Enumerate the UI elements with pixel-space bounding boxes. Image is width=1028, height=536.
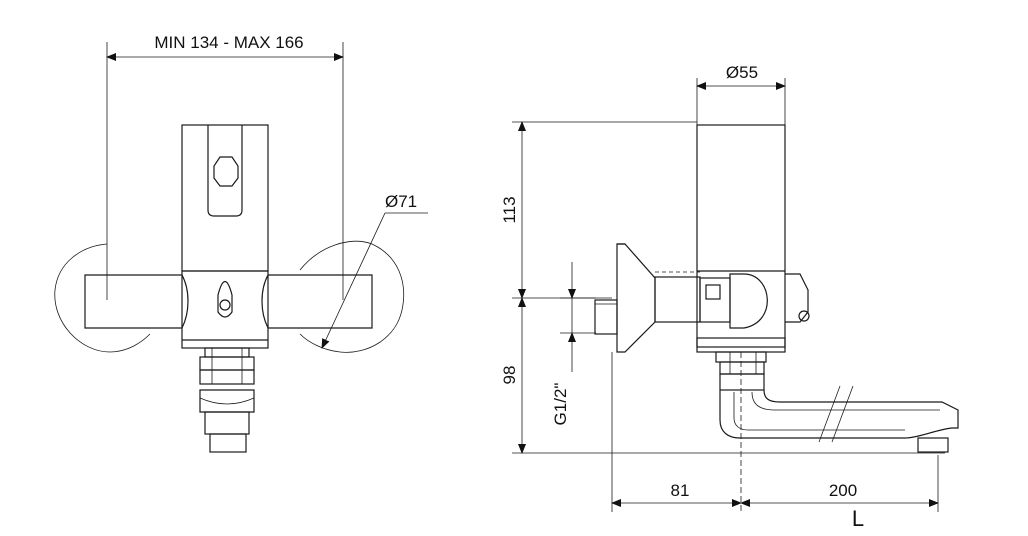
side-lever-pin-icon: [798, 310, 810, 322]
side-bracket-square: [705, 284, 721, 300]
front-nut-lower: [199, 369, 255, 385]
right-handle-circle: [299, 240, 405, 353]
height-98-label: 98: [500, 366, 519, 385]
break-line-right: [831, 385, 854, 443]
thread-label: G1/2": [551, 383, 570, 426]
hex-nut-icon: [213, 156, 239, 187]
front-outlet: [209, 433, 247, 453]
thread-stub: [594, 299, 618, 335]
break-line-left: [818, 385, 841, 443]
front-fitting-lower: [204, 411, 250, 435]
side-knob: [729, 273, 768, 329]
front-nut: [199, 356, 255, 371]
front-fitting: [199, 389, 255, 413]
height-113-label: 113: [500, 196, 519, 223]
side-nut: [719, 361, 765, 375]
wall-rosette: [616, 243, 656, 353]
side-base: [696, 337, 786, 353]
spout-L-label: L: [852, 506, 864, 531]
front-view: [54, 42, 428, 453]
left-handle-circle: [54, 243, 151, 353]
side-lever: [785, 273, 809, 323]
side-body: [696, 124, 786, 348]
side-view: [512, 78, 959, 512]
front-cartridge-slot: [207, 125, 243, 217]
diverter-knob-icon: [219, 299, 231, 311]
diameter-71-leader: [321, 212, 386, 349]
front-body-upper: [181, 124, 269, 272]
diameter-71-label: Ø71: [385, 192, 417, 211]
width-range-label: MIN 134 - MAX 166: [154, 33, 303, 52]
connecting-arm: [654, 276, 701, 323]
diverter-icon: [217, 280, 233, 318]
aerator: [917, 437, 949, 453]
spout-200-label: 200: [829, 481, 857, 500]
diameter-55-label: Ø55: [726, 63, 758, 82]
left-handle: [84, 274, 189, 329]
spout: [719, 389, 959, 439]
depth-81-label: 81: [671, 481, 690, 500]
right-handle: [261, 274, 373, 329]
